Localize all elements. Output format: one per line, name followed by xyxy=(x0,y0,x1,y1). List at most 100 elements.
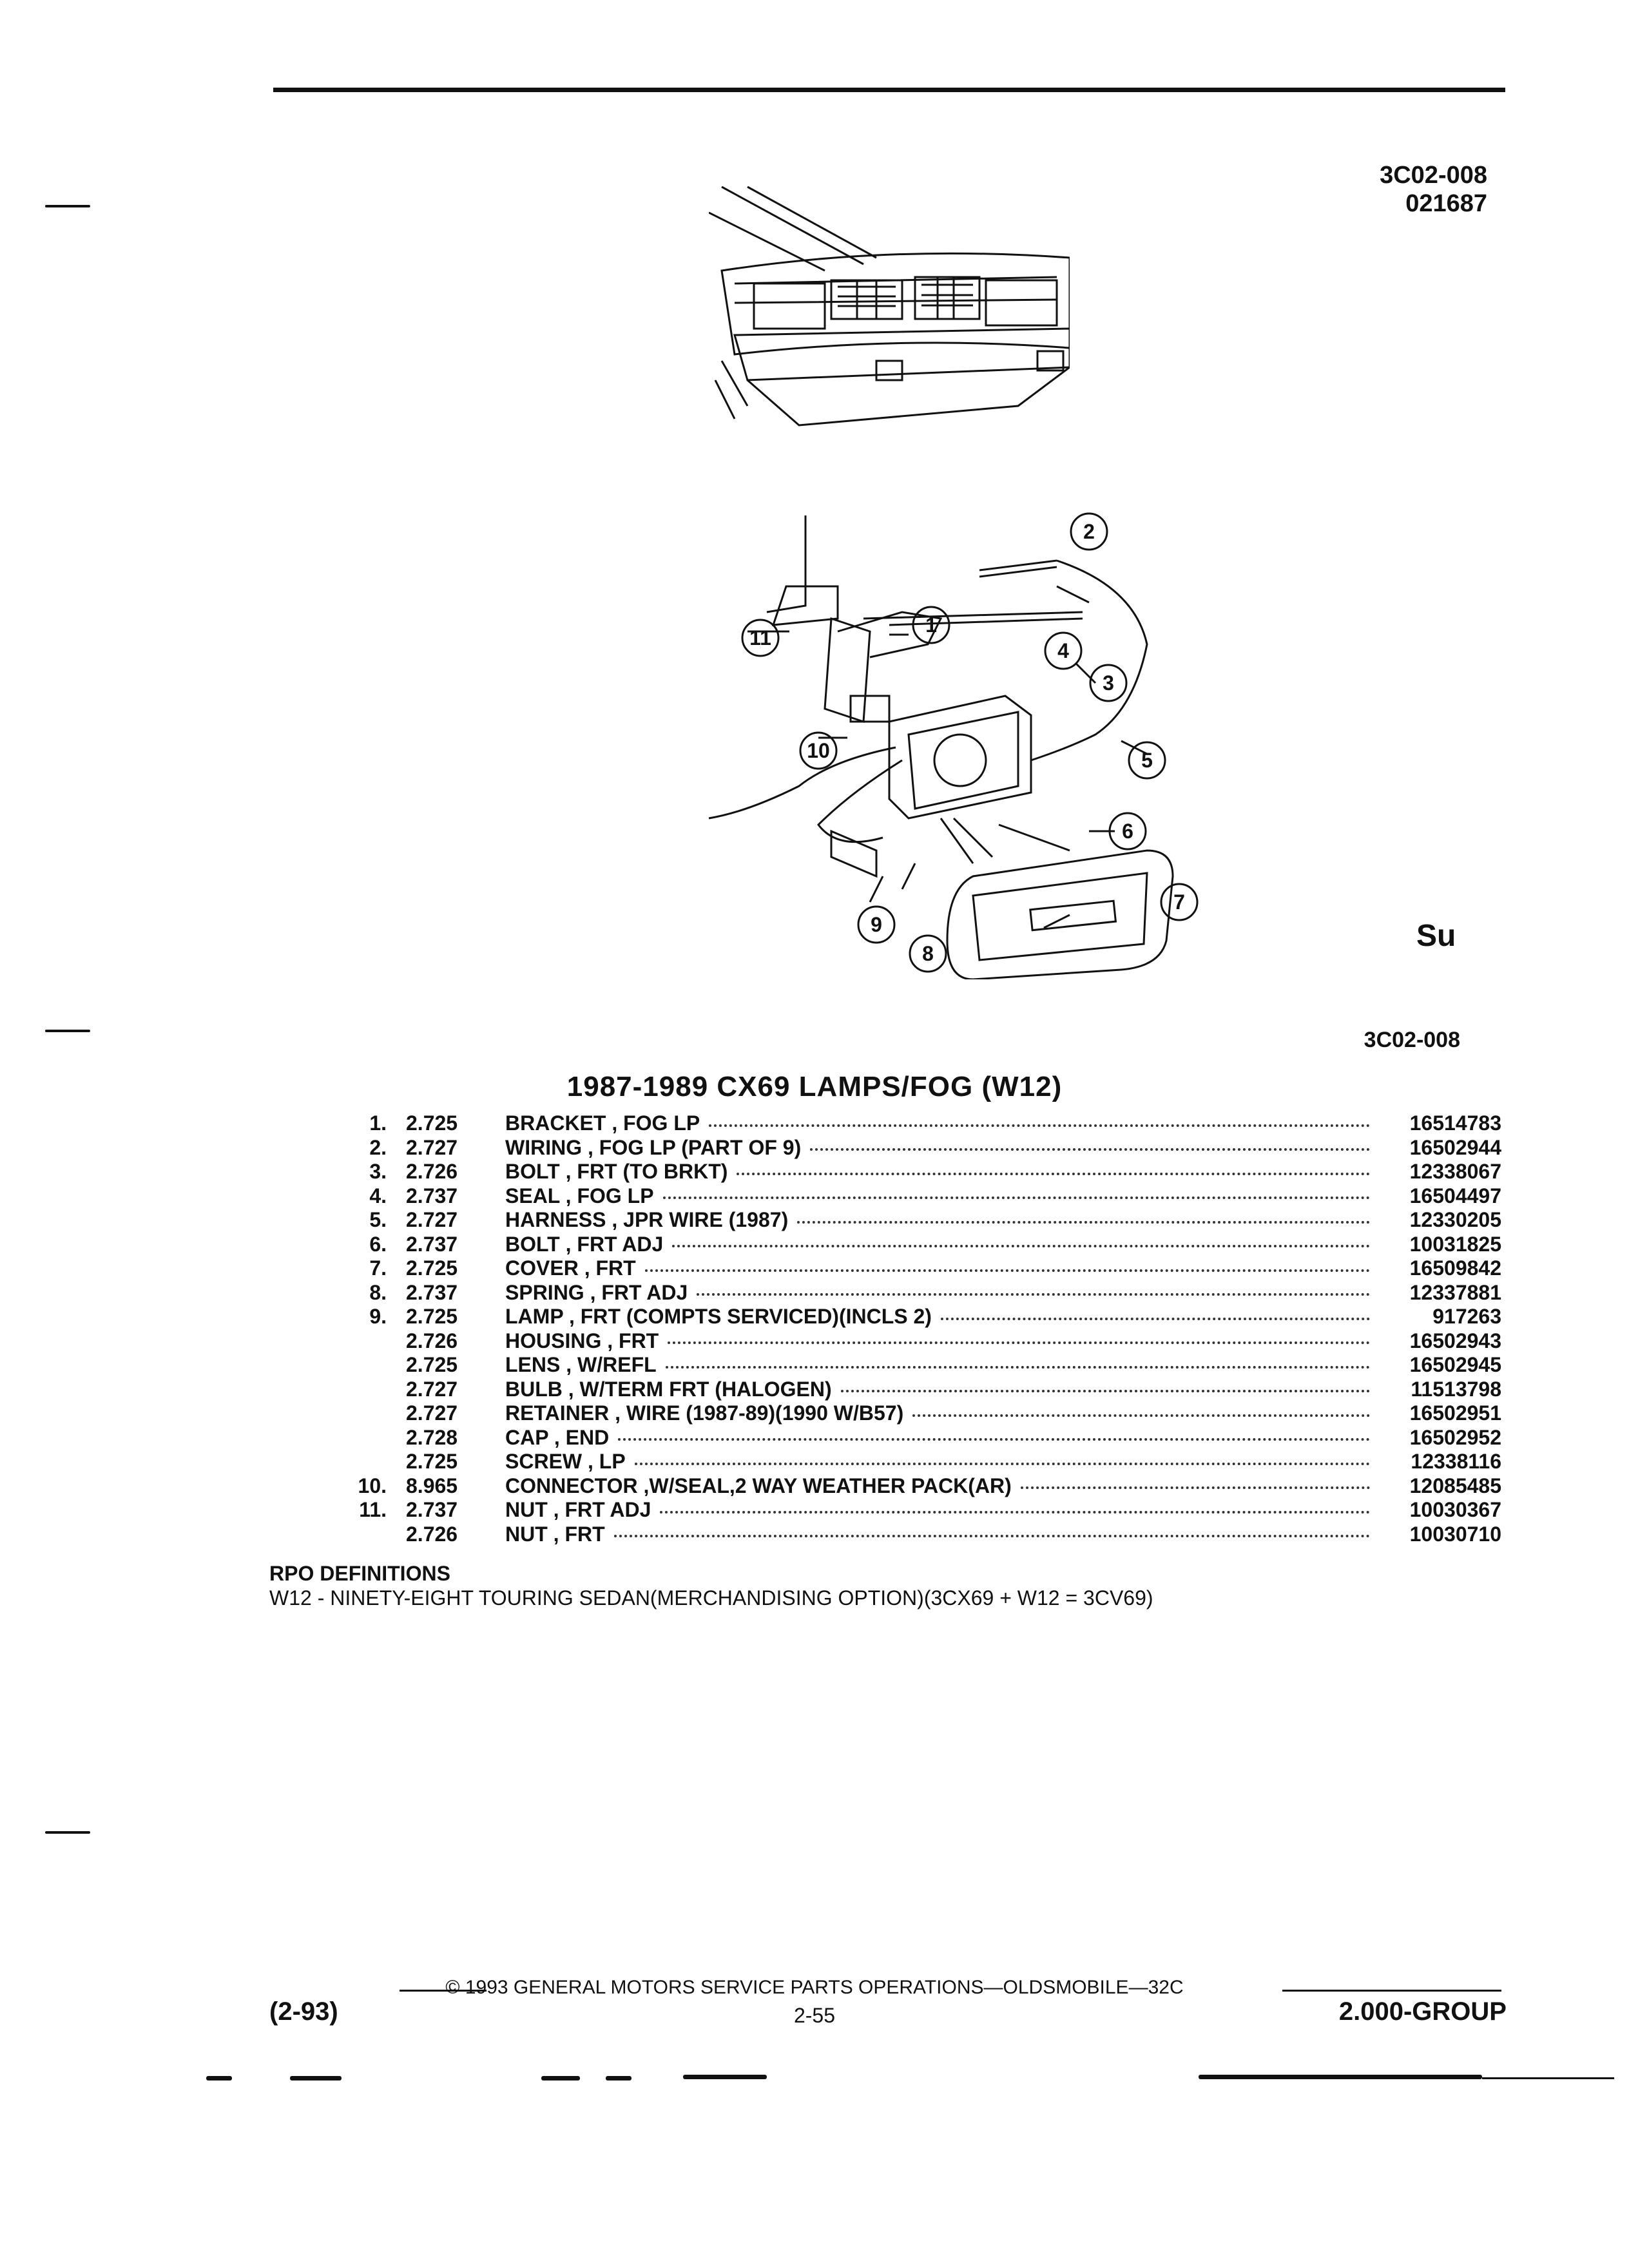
part-description: HOUSING , FRT xyxy=(505,1329,1370,1354)
leader-dots xyxy=(662,1193,1370,1200)
item-number: 7. xyxy=(369,1256,387,1280)
callout-6: 6 xyxy=(1122,820,1133,843)
part-description: SEAL , FOG LP xyxy=(505,1184,1370,1209)
callout-5: 5 xyxy=(1141,749,1153,772)
group-number: 8.965 xyxy=(406,1474,458,1497)
part-number: 16502943 xyxy=(1409,1329,1501,1352)
group-number: 2.726 xyxy=(406,1522,458,1546)
part-description: LAMP , FRT (COMPTS SERVICED)(INCLS 2) xyxy=(505,1305,1370,1329)
part-number: 917263 xyxy=(1432,1305,1501,1328)
leader-dots xyxy=(1020,1483,1370,1490)
part-description: LENS , W/REFL xyxy=(505,1353,1370,1378)
scan-artifact xyxy=(1482,2077,1614,2079)
leader-dots xyxy=(709,1120,1370,1127)
ref-number: 021687 xyxy=(1405,190,1487,217)
item-number: 10. xyxy=(358,1474,387,1497)
page-title: 1987-1989 CX69 LAMPS/FOG (W12) xyxy=(566,1071,1063,1102)
leader-dots xyxy=(613,1531,1370,1538)
part-description: SPRING , FRT ADJ xyxy=(505,1281,1370,1305)
item-number: 6. xyxy=(369,1232,387,1256)
part-description: WIRING , FOG LP (PART OF 9) xyxy=(505,1136,1370,1160)
callout-7: 7 xyxy=(1173,890,1185,914)
part-row: 2.726 NUT , FRT 10030710 xyxy=(303,1523,1501,1547)
revision-date: (2-93) xyxy=(269,1997,338,2026)
group-number: 2.728 xyxy=(406,1425,458,1449)
scan-artifact xyxy=(290,2076,342,2081)
footer-rule-left xyxy=(400,1990,487,1992)
leader-dots xyxy=(810,1144,1370,1151)
leader-dots xyxy=(618,1434,1370,1441)
rpo-heading: RPO DEFINITIONS xyxy=(269,1562,450,1585)
part-name: LENS , W/REFL xyxy=(505,1353,657,1376)
part-name: NUT , FRT ADJ xyxy=(505,1498,651,1521)
vehicle-locator-illustration xyxy=(709,186,1070,427)
item-number: 8. xyxy=(369,1280,387,1304)
part-name: BULB , W/TERM FRT (HALOGEN) xyxy=(505,1377,832,1401)
part-number: 10030710 xyxy=(1409,1522,1501,1546)
part-name: BRACKET , FOG LP xyxy=(505,1111,700,1135)
top-rule xyxy=(273,88,1505,92)
part-number: 10031825 xyxy=(1409,1232,1501,1256)
leader-dots xyxy=(737,1169,1370,1175)
part-number: 16502944 xyxy=(1409,1135,1501,1159)
group-number: 2.727 xyxy=(406,1401,458,1425)
footer-rule-right xyxy=(1282,1990,1501,1992)
copyright: © 1993 GENERAL MOTORS SERVICE PARTS OPER… xyxy=(445,1977,1184,1998)
callout-10: 10 xyxy=(807,739,830,762)
group-number: 2.737 xyxy=(406,1232,458,1256)
part-number: 16502952 xyxy=(1409,1425,1501,1449)
leader-dots xyxy=(697,1289,1370,1296)
item-number: 1. xyxy=(369,1111,387,1135)
callout-2: 2 xyxy=(1083,520,1095,543)
part-description: NUT , FRT ADJ xyxy=(505,1498,1370,1523)
callout-3: 3 xyxy=(1103,671,1114,695)
part-row: 10. 8.965 CONNECTOR ,W/SEAL,2 WAY WEATHER … xyxy=(303,1474,1501,1499)
part-name: WIRING , FOG LP (PART OF 9) xyxy=(505,1135,802,1159)
item-number: 11. xyxy=(359,1498,387,1521)
su-mark: Su xyxy=(1416,919,1456,953)
margin-mark xyxy=(45,205,90,207)
group-number: 2.725 xyxy=(406,1256,458,1280)
part-number: 12085485 xyxy=(1409,1474,1501,1497)
scan-artifact xyxy=(206,2076,232,2081)
ref-code: 3C02-008 xyxy=(1380,162,1487,189)
part-description: CAP , END xyxy=(505,1426,1370,1450)
leader-dots xyxy=(634,1459,1370,1465)
part-number: 10030367 xyxy=(1409,1498,1501,1521)
group-number: 2.725 xyxy=(406,1111,458,1135)
leader-dots xyxy=(665,1362,1370,1369)
part-name: CONNECTOR ,W/SEAL,2 WAY WEATHER PACK(AR) xyxy=(505,1474,1012,1497)
part-name: COVER , FRT xyxy=(505,1256,636,1280)
leader-dots xyxy=(660,1507,1370,1514)
group-number: 2.725 xyxy=(406,1305,458,1328)
part-name: SCREW , LP xyxy=(505,1450,626,1473)
scan-artifact xyxy=(683,2075,767,2079)
group-number: 2.737 xyxy=(406,1184,458,1207)
rpo-definition: W12 - NINETY-EIGHT TOURING SEDAN(MERCHAN… xyxy=(269,1586,1153,1610)
callout-1: 1 xyxy=(925,613,937,637)
part-number: 12330205 xyxy=(1409,1208,1501,1231)
leader-dots xyxy=(840,1386,1370,1393)
part-description: BOLT , FRT ADJ xyxy=(505,1233,1370,1257)
part-name: LAMP , FRT (COMPTS SERVICED)(INCLS 2) xyxy=(505,1305,932,1328)
part-description: NUT , FRT xyxy=(505,1523,1370,1547)
part-number: 12337881 xyxy=(1409,1280,1501,1304)
group-number: 2.727 xyxy=(406,1208,458,1231)
leader-dots xyxy=(940,1314,1370,1320)
group-number: 2.737 xyxy=(406,1280,458,1304)
item-number: 4. xyxy=(369,1184,387,1207)
part-description: BOLT , FRT (TO BRKT) xyxy=(505,1160,1370,1184)
part-name: BOLT , FRT ADJ xyxy=(505,1232,664,1256)
part-description: BULB , W/TERM FRT (HALOGEN) xyxy=(505,1378,1370,1402)
fog-lamp-exploded-illustration: 11 10 1 2 3 4 5 6 7 8 9 xyxy=(708,512,1199,979)
part-number: 12338067 xyxy=(1409,1160,1501,1183)
